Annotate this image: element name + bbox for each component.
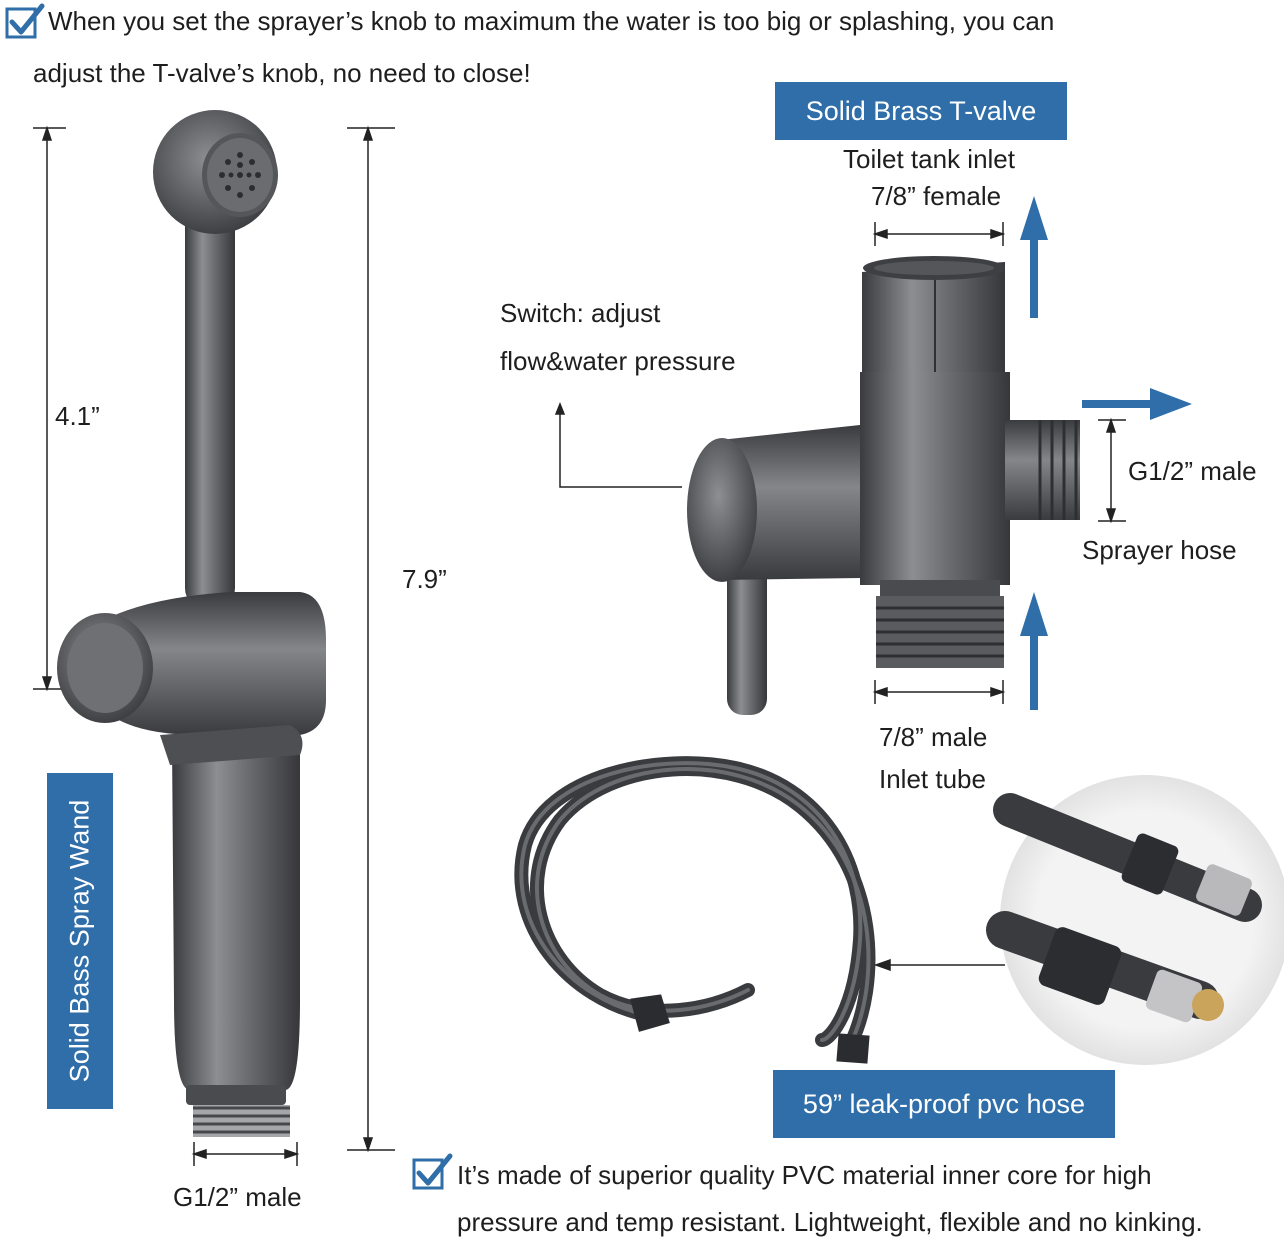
wand-thread-label: G1/2” male bbox=[173, 1182, 302, 1212]
toilet-tank-inlet-label: Toilet tank inlet bbox=[843, 144, 1015, 174]
inlet-tube-label: Inlet tube bbox=[879, 764, 986, 794]
arrow-icon bbox=[1020, 592, 1048, 710]
wand-title-badge: Solid Bass Spray Wand bbox=[47, 773, 113, 1109]
pvc-hose-drawing bbox=[514, 756, 876, 1064]
switch-label-line-1: Switch: adjust bbox=[500, 298, 661, 328]
dimension-line-top-inlet bbox=[872, 222, 1006, 246]
hose-title-badge: 59” leak-proof pvc hose bbox=[773, 1070, 1115, 1138]
intro-line-2: adjust the T-valve’s knob, no need to cl… bbox=[33, 58, 531, 88]
dimension-line-total bbox=[347, 125, 395, 1153]
dimension-head-label: 4.1” bbox=[55, 401, 100, 431]
dimension-line-side-outlet bbox=[1098, 417, 1126, 524]
hose-pointer-arrow bbox=[873, 958, 1005, 972]
switch-label-line-2: flow&water pressure bbox=[500, 346, 736, 376]
arrow-icon bbox=[1020, 196, 1048, 318]
spray-wand-drawing bbox=[57, 110, 326, 1137]
dimension-line-head bbox=[33, 125, 66, 692]
switch-leader-line bbox=[554, 401, 682, 488]
arrow-icon bbox=[1082, 388, 1192, 420]
t-valve-drawing bbox=[687, 256, 1080, 715]
bottom-note-line-1: It’s made of superior quality PVC materi… bbox=[457, 1160, 1152, 1190]
dimension-total-label: 7.9” bbox=[402, 564, 447, 594]
intro-line-1: When you set the sprayer’s knob to maxim… bbox=[48, 6, 1055, 36]
tvalve-title-badge: Solid Brass T-valve bbox=[775, 82, 1067, 140]
dimension-line-wand-thread bbox=[191, 1142, 300, 1166]
male-size-label: 7/8” male bbox=[879, 722, 988, 752]
checkbox-check-icon bbox=[4, 3, 46, 43]
checkbox-check-icon bbox=[410, 1152, 456, 1194]
tvalve-title: Solid Brass T-valve bbox=[805, 95, 1037, 126]
wand-title: Solid Bass Spray Wand bbox=[64, 799, 95, 1083]
hose-title: 59” leak-proof pvc hose bbox=[802, 1088, 1086, 1119]
hose-detail-bubble bbox=[986, 775, 1284, 1065]
bottom-note-line-2: pressure and temp resistant. Lightweight… bbox=[457, 1207, 1203, 1237]
sprayer-outlet-size-label: G1/2” male bbox=[1128, 456, 1257, 486]
female-size-label: 7/8” female bbox=[871, 181, 1002, 211]
sprayer-hose-label: Sprayer hose bbox=[1082, 535, 1237, 565]
dimension-line-bottom-inlet bbox=[872, 680, 1006, 704]
